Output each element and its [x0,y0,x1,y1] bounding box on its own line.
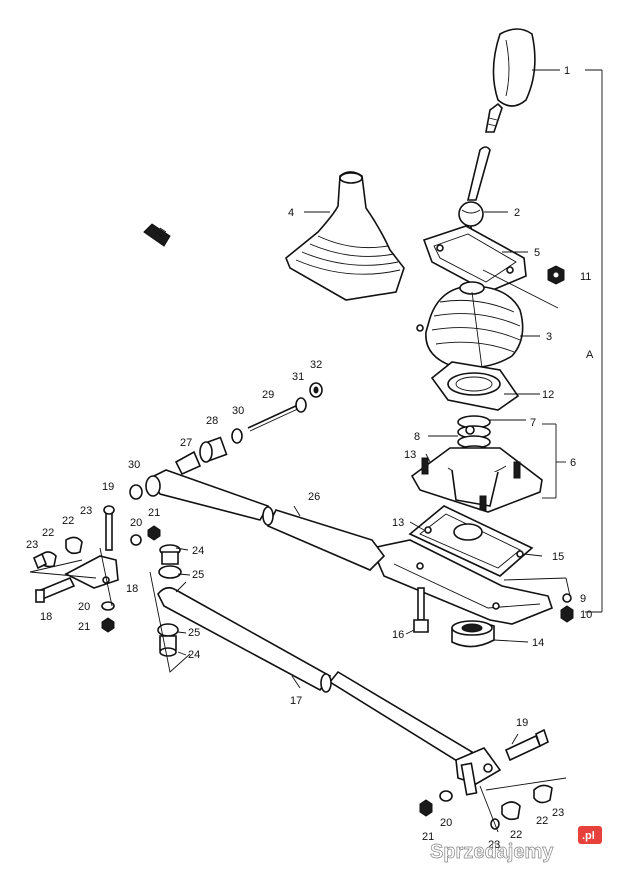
watermark-tld: .pl [582,830,595,842]
lever-plate [422,225,559,309]
rod-fastener-stack [174,382,323,476]
callout-8: 8 [414,431,420,443]
housing-clip [416,324,424,332]
callout-17: 17 [290,695,302,707]
callout-27: 27 [180,437,192,449]
callout-24a: 24 [192,545,204,557]
callout-19a: 19 [102,481,114,493]
select-rod [149,544,474,766]
callout-32: 32 [310,359,322,371]
bushing [451,620,495,648]
callout-12: 12 [542,389,554,401]
callout-a: A [586,349,594,361]
watermark-badge [578,826,602,844]
callout-20c: 20 [440,817,452,829]
callout-13a: 13 [404,449,416,461]
callout-23c: 23 [552,807,564,819]
gear-lever [458,146,491,253]
callout-4: 4 [288,207,294,219]
callout-14: 14 [532,637,544,649]
control-rod [145,469,386,571]
lower-linkage-cluster [419,728,567,833]
callout-22a: 22 [62,515,74,527]
callout-23b: 23 [26,539,38,551]
direction-arrow-icon [143,223,171,247]
callout-23d: 23 [488,839,500,851]
callout-1: 1 [564,65,570,77]
callout-18a: 18 [126,583,138,595]
callout-24b: 24 [188,649,200,661]
callout-22c: 22 [536,815,548,827]
callout-13b: 13 [392,517,404,529]
callout-30a: 30 [232,405,244,417]
bottom-plate [408,505,534,577]
callout-16: 16 [392,629,404,641]
callout-21a: 21 [148,507,160,519]
callout-7: 7 [530,417,536,429]
callout-22b: 22 [42,527,54,539]
lever-seat [430,361,520,411]
callout-11: 11 [580,271,591,283]
callout-19b: 19 [516,717,528,729]
callout-25a: 25 [192,569,204,581]
left-linkage-cluster [29,505,161,633]
washer [129,484,143,500]
callout-18b: 18 [40,611,52,623]
gear-knob [492,28,536,107]
callout-31: 31 [292,371,304,383]
lever-case [410,425,543,513]
lever-pin [485,102,503,133]
callout-26: 26 [308,491,320,503]
callout-20a: 20 [130,517,142,529]
callout-20b: 20 [78,601,90,613]
callout-21b: 21 [78,621,90,633]
callout-labels: 1 2 4 5 11 3 A 12 7 8 6 13 13 15 9 10 14… [26,65,594,851]
callout-15: 15 [552,551,564,563]
callout-29: 29 [262,389,274,401]
washer [562,593,572,603]
leader-lines [175,69,571,745]
callout-23a: 23 [80,505,92,517]
callout-30b: 30 [128,459,140,471]
watermark: Sprzedajemy .pl [430,826,602,863]
nut [547,265,565,285]
bolt [413,587,429,633]
assembly-bracket-a [585,69,603,613]
callout-2: 2 [514,207,520,219]
callout-21c: 21 [422,831,434,843]
callout-5: 5 [534,247,540,259]
callout-6: 6 [570,457,576,469]
callout-22d: 22 [510,829,522,841]
callout-9: 9 [580,593,586,605]
callout-25b: 25 [188,627,200,639]
shift-boot [285,171,405,301]
watermark-text: Sprzedajemy [430,841,554,863]
lever-housing [425,281,524,369]
callout-28: 28 [206,415,218,427]
nut [560,605,574,623]
callout-10: 10 [580,609,592,621]
callout-3: 3 [546,331,552,343]
